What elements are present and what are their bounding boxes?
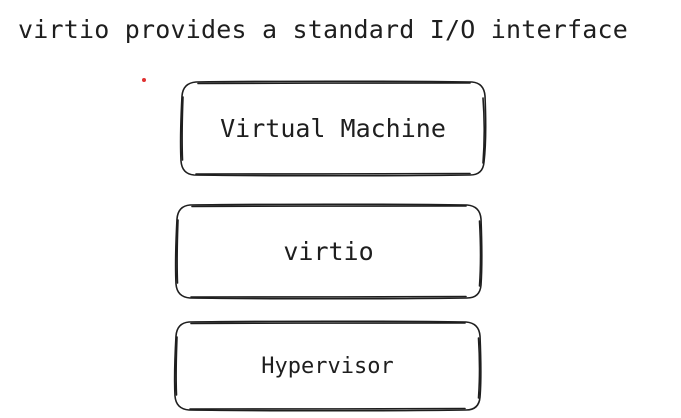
virtual-machine-box: Virtual Machine (181, 82, 485, 175)
virtio-box: virtio (176, 205, 481, 298)
hypervisor-box: Hypervisor (175, 322, 480, 410)
virtual-machine-label: Virtual Machine (220, 114, 446, 143)
hypervisor-label: Hypervisor (261, 353, 394, 379)
virtio-label: virtio (283, 237, 374, 266)
diagram-title: virtio provides a standard I/O interface (18, 15, 629, 44)
red-dot-mark (142, 78, 146, 82)
